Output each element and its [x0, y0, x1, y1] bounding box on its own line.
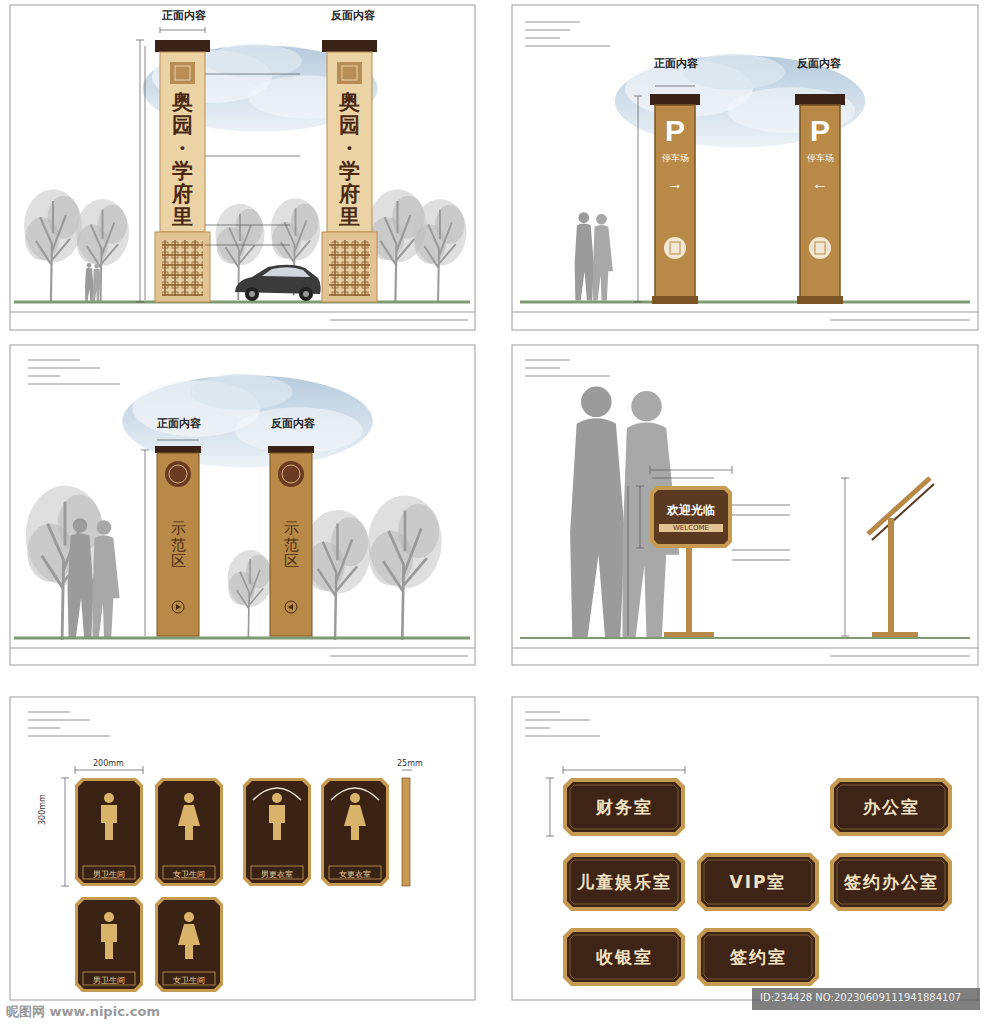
sign-text: WELCOME: [659, 524, 723, 532]
gate-pillar-right: [322, 40, 377, 302]
sign-rm: 收银室: [563, 928, 685, 986]
welcome-stand: [650, 478, 934, 637]
sign-p1: 奥园·学府里: [327, 88, 372, 230]
sign-text: →: [667, 175, 683, 193]
restroom-sign: [155, 897, 223, 992]
view-label: 反面内容: [797, 56, 841, 71]
restroom-sign: [321, 778, 389, 886]
view-label: 正面内容: [162, 8, 206, 23]
sign-text: 男更衣室: [261, 869, 293, 880]
restroom-sign: [243, 778, 311, 886]
male-figure: [101, 924, 117, 959]
dimension: 25mm: [396, 759, 424, 768]
sign-text: 女卫生间: [173, 869, 205, 880]
sign-text: P: [665, 114, 685, 148]
sign-rm: 签约室: [697, 928, 819, 986]
sign-wr: 男更衣室: [243, 778, 311, 886]
restroom-sign: [75, 778, 143, 886]
sign-rm: 办公室: [830, 778, 952, 836]
car: [235, 265, 321, 301]
dimension: 300mm: [38, 793, 47, 826]
sign-text: VIP室: [730, 871, 787, 894]
room-sign: [697, 928, 819, 986]
view-label: 反面内容: [271, 416, 315, 431]
view-label: 反面内容: [331, 8, 375, 23]
male-figure: [101, 805, 117, 840]
pictogram-head: [272, 793, 282, 803]
sign-pk: P 停车场 →: [655, 110, 695, 220]
sign-text: 签约室: [730, 946, 787, 969]
sign-text: 示范区: [284, 520, 299, 570]
pictogram-head: [350, 793, 360, 803]
gate-pillar-left: [155, 40, 210, 302]
sign-sf: 示范区: [270, 500, 312, 590]
sign-text: P: [810, 114, 830, 148]
demo-pillar-left: [155, 446, 201, 636]
parking-pillar-left: [650, 94, 700, 304]
sign-text: 欢迎光临: [667, 502, 715, 519]
female-figure: [178, 805, 200, 840]
view-label: 正面内容: [157, 416, 201, 431]
sign-text: 财务室: [596, 796, 653, 819]
room-sign: [563, 928, 685, 986]
sign-text: 男卫生间: [93, 869, 125, 880]
sign-text: 停车场: [662, 152, 689, 165]
view-label: 正面内容: [654, 56, 698, 71]
hanger: [331, 788, 379, 800]
pictogram-head: [104, 912, 114, 922]
room-sign: [697, 853, 819, 911]
female-figure: [344, 805, 366, 840]
sign-wr: 女卫生间: [155, 897, 223, 992]
sign-pk: P 停车场 ←: [800, 110, 840, 220]
restroom-sign: [155, 778, 223, 886]
pictogram-head: [104, 793, 114, 803]
sign-text: 女更衣室: [339, 869, 371, 880]
sign-wr: 男卫生间: [75, 778, 143, 886]
room-sign: [830, 853, 952, 911]
male-figure: [269, 805, 285, 840]
sign-sf: 示范区: [157, 500, 199, 590]
sign-text: 儿童娱乐室: [577, 871, 672, 894]
demo-pillar-right: [268, 446, 314, 636]
dimension: 200mm: [92, 759, 125, 768]
sign-text: 停车场: [807, 152, 834, 165]
sign-text: 签约办公室: [844, 871, 939, 894]
sign-wr: 男卫生间: [75, 897, 143, 992]
sign-text: 男卫生间: [93, 975, 125, 986]
sign-rm: 儿童娱乐室: [563, 853, 685, 911]
sign-text: 奥园·学府里: [339, 90, 360, 229]
sign-text: 收银室: [596, 946, 653, 969]
room-sign: [563, 853, 685, 911]
sign-wc: 欢迎光临 WELCOME: [652, 490, 730, 544]
sign-rm: 财务室: [563, 778, 685, 836]
parking-pillar-right: [795, 94, 845, 304]
sign-wr: 女更衣室: [321, 778, 389, 886]
hanger: [253, 788, 301, 800]
sign-text: 女卫生间: [173, 975, 205, 986]
sign-text: ←: [812, 175, 828, 193]
sign-text: 示范区: [171, 520, 186, 570]
restroom-sign: [75, 897, 143, 992]
sign-rm: VIP室: [697, 853, 819, 911]
room-sign: [563, 778, 685, 836]
sign-p1: 奥园·学府里: [160, 88, 205, 230]
room-sign: [830, 778, 952, 836]
pictogram-head: [184, 793, 194, 803]
watermark: ID:234428 NO:20230609111941884107: [760, 992, 961, 1003]
sign-text: 奥园·学府里: [172, 90, 193, 229]
female-figure: [178, 924, 200, 959]
sign-wr: 女卫生间: [155, 778, 223, 886]
pictogram-head: [184, 912, 194, 922]
sign-rm: 签约办公室: [830, 853, 952, 911]
sign-text: 办公室: [863, 796, 920, 819]
watermark: 昵图网 www.nipic.com: [6, 1003, 160, 1021]
